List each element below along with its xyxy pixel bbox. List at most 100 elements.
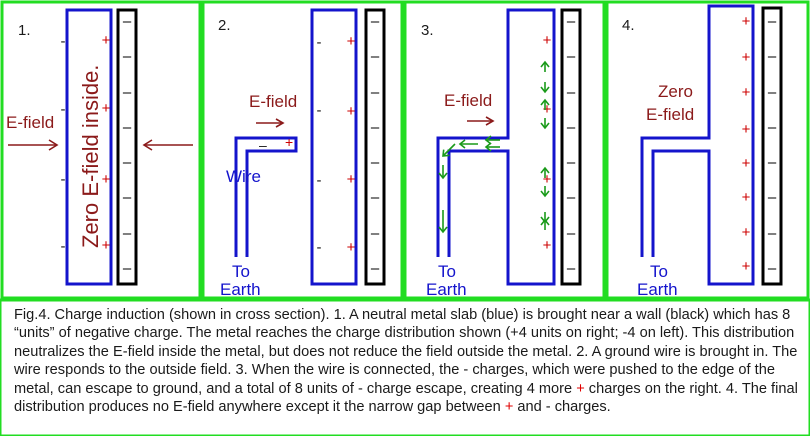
metal-plus-charge: + xyxy=(543,32,552,49)
electron-arrowhead xyxy=(540,218,550,226)
wall-minus-charge: – xyxy=(371,189,380,206)
wall-minus-charge: – xyxy=(768,13,777,30)
wall-minus-charge: – xyxy=(123,119,132,136)
wall-minus-charge: – xyxy=(371,154,380,171)
panel-4-number: 4. xyxy=(622,17,635,34)
wall-minus-charge: – xyxy=(567,225,576,242)
wall-minus-charge: – xyxy=(123,260,132,277)
wall-minus-charge: – xyxy=(123,13,132,30)
right-plus-charges: + + + + xyxy=(102,32,111,254)
metal-plus-charge: + xyxy=(742,258,751,275)
electron-arrowhead xyxy=(484,135,492,145)
metal-plus-charge: + xyxy=(742,49,751,66)
earth-label: Earth xyxy=(220,280,261,299)
metal-minus-charge: - xyxy=(317,239,322,256)
wall-minus-charge: – xyxy=(567,154,576,171)
metal-plus-charge: + xyxy=(543,101,552,118)
electron-arrowhead xyxy=(484,142,492,152)
wall-minus-charge: – xyxy=(371,119,380,136)
metal-minus-charge: - xyxy=(61,171,66,188)
metal-plus-charge: + xyxy=(347,171,356,188)
final-metal-slab xyxy=(640,4,755,286)
metal-plus-charge: + xyxy=(742,13,751,30)
grounded-metal-slab xyxy=(436,8,556,286)
electron-arrowhead xyxy=(442,149,450,157)
wall-minus-charge: – xyxy=(567,189,576,206)
metal-plus-charge: + xyxy=(347,103,356,120)
metal-minus-charge: - xyxy=(61,101,66,118)
wire-minus-charge: – xyxy=(259,137,267,153)
efield-arrow xyxy=(256,118,285,128)
metal-plus-charge: + xyxy=(742,189,751,206)
electron-arrowhead xyxy=(540,98,550,106)
wall-minus-charge: – xyxy=(371,13,380,30)
zero-efield-inside-label: Zero E-field inside. xyxy=(78,65,103,248)
metal-plus-charge: + xyxy=(543,171,552,188)
metal-plus-charge: + xyxy=(102,32,111,49)
wall-minus-charge: – xyxy=(371,260,380,277)
to-label: To xyxy=(650,262,668,281)
left-minus-charges: ---- xyxy=(61,33,66,255)
panel-1: –––––––– ---- ++++ E-field Zero E-field … xyxy=(6,8,193,286)
charged-wall xyxy=(560,8,582,286)
wall-minus-charge: – xyxy=(768,189,777,206)
panel-3-frame xyxy=(403,0,606,300)
wall-minus-charge: – xyxy=(768,84,777,101)
metal-slab xyxy=(65,8,113,286)
electron-arrowhead xyxy=(540,122,550,130)
wall-minus-charge: – xyxy=(567,119,576,136)
wall-charges: –––––––– xyxy=(371,13,380,277)
caption-frame xyxy=(0,298,810,436)
electron-arrowhead xyxy=(458,139,466,149)
charged-wall xyxy=(116,8,138,286)
wall-charges: –––––––– xyxy=(567,13,576,277)
wall-minus-charge: – xyxy=(371,48,380,65)
caption-plus-2: + xyxy=(504,399,514,416)
left-minus-charges: ---- xyxy=(317,34,322,256)
right-plus-charges: + + + + xyxy=(543,32,552,254)
to-label: To xyxy=(232,262,250,281)
caption-plus-1: + xyxy=(576,380,585,397)
metal-plus-charge: + xyxy=(742,121,751,138)
metal-minus-charge: - xyxy=(61,238,66,255)
efield-arrow xyxy=(467,116,495,126)
panel-4-frame xyxy=(605,0,810,300)
metal-plus-charge: + xyxy=(543,237,552,254)
earth-label: Earth xyxy=(426,280,467,299)
earth-label: Earth xyxy=(637,280,678,299)
to-label: To xyxy=(438,262,456,281)
electron-arrowhead xyxy=(540,190,550,198)
wall-charges: –––––––– xyxy=(123,13,132,277)
efield-label: E-field xyxy=(444,91,492,110)
panel-4: –––––––– ++++++++ Zero E-field To Earth xyxy=(637,4,783,299)
wall-minus-charge: – xyxy=(768,260,777,277)
electron-arrow xyxy=(442,143,456,157)
metal-minus-charge: - xyxy=(317,172,322,189)
metal-plus-charge: + xyxy=(742,84,751,101)
metal-plus-charge: + xyxy=(102,171,111,188)
wall-minus-charge: – xyxy=(768,48,777,65)
metal-plus-charge: + xyxy=(742,155,751,172)
right-plus-charges: + + + + + + + + xyxy=(742,13,751,275)
wall-minus-charge: – xyxy=(567,48,576,65)
metal-plus-charge: + xyxy=(102,237,111,254)
efield-arrow-left xyxy=(8,139,59,151)
metal-plus-charge: + xyxy=(347,239,356,256)
wall-minus-charge: – xyxy=(768,225,777,242)
wall-minus-charge: – xyxy=(567,84,576,101)
charged-wall xyxy=(761,6,783,286)
panel-2-number: 2. xyxy=(218,17,231,34)
electron-arrowhead xyxy=(540,86,550,94)
caption-text-1: Fig.4. Charge induction (shown in cross … xyxy=(14,307,798,397)
panel-1-frame xyxy=(0,0,202,300)
panel-2: –––––––– ---- ++++ + – E-field Wire To E… xyxy=(220,8,386,299)
wall-charges: –––––––– xyxy=(768,13,777,277)
panel-1-number: 1. xyxy=(18,22,31,39)
electron-arrowhead xyxy=(438,226,448,234)
panel-3: –––––––– ++++ E-field To Earth xyxy=(426,8,582,299)
wall-minus-charge: – xyxy=(371,225,380,242)
panel-frames xyxy=(0,0,810,300)
metal-plus-charge: + xyxy=(742,224,751,241)
metal-plus-charge: + xyxy=(102,100,111,117)
